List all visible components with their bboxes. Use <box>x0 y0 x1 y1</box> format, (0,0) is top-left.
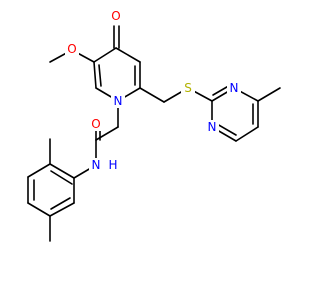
bond <box>93 61 97 89</box>
bond <box>93 47 117 63</box>
atom-label: O <box>91 117 100 131</box>
bond <box>139 87 165 103</box>
atom-label: N <box>92 158 101 172</box>
bond <box>49 202 75 217</box>
bond <box>27 163 51 178</box>
bond <box>115 47 141 63</box>
atom-label: N <box>230 81 239 95</box>
bond <box>50 170 73 185</box>
molecule-structure: O O N S N N O N H <box>27 9 281 242</box>
bond <box>257 87 281 102</box>
bond <box>98 64 102 87</box>
atom-label: N <box>208 120 217 134</box>
bond-layer <box>27 25 281 242</box>
atom-label-layer: O O N S N N O N H <box>65 9 241 172</box>
atom-label: H <box>108 158 117 172</box>
atom-label: S <box>184 81 192 95</box>
bond <box>27 202 51 217</box>
bond <box>235 126 259 142</box>
bond <box>49 163 75 179</box>
bond <box>216 123 237 136</box>
atom-label: O <box>111 9 120 23</box>
atom-label: N <box>114 94 123 108</box>
bond <box>50 197 71 210</box>
atom-label: O <box>67 42 76 56</box>
